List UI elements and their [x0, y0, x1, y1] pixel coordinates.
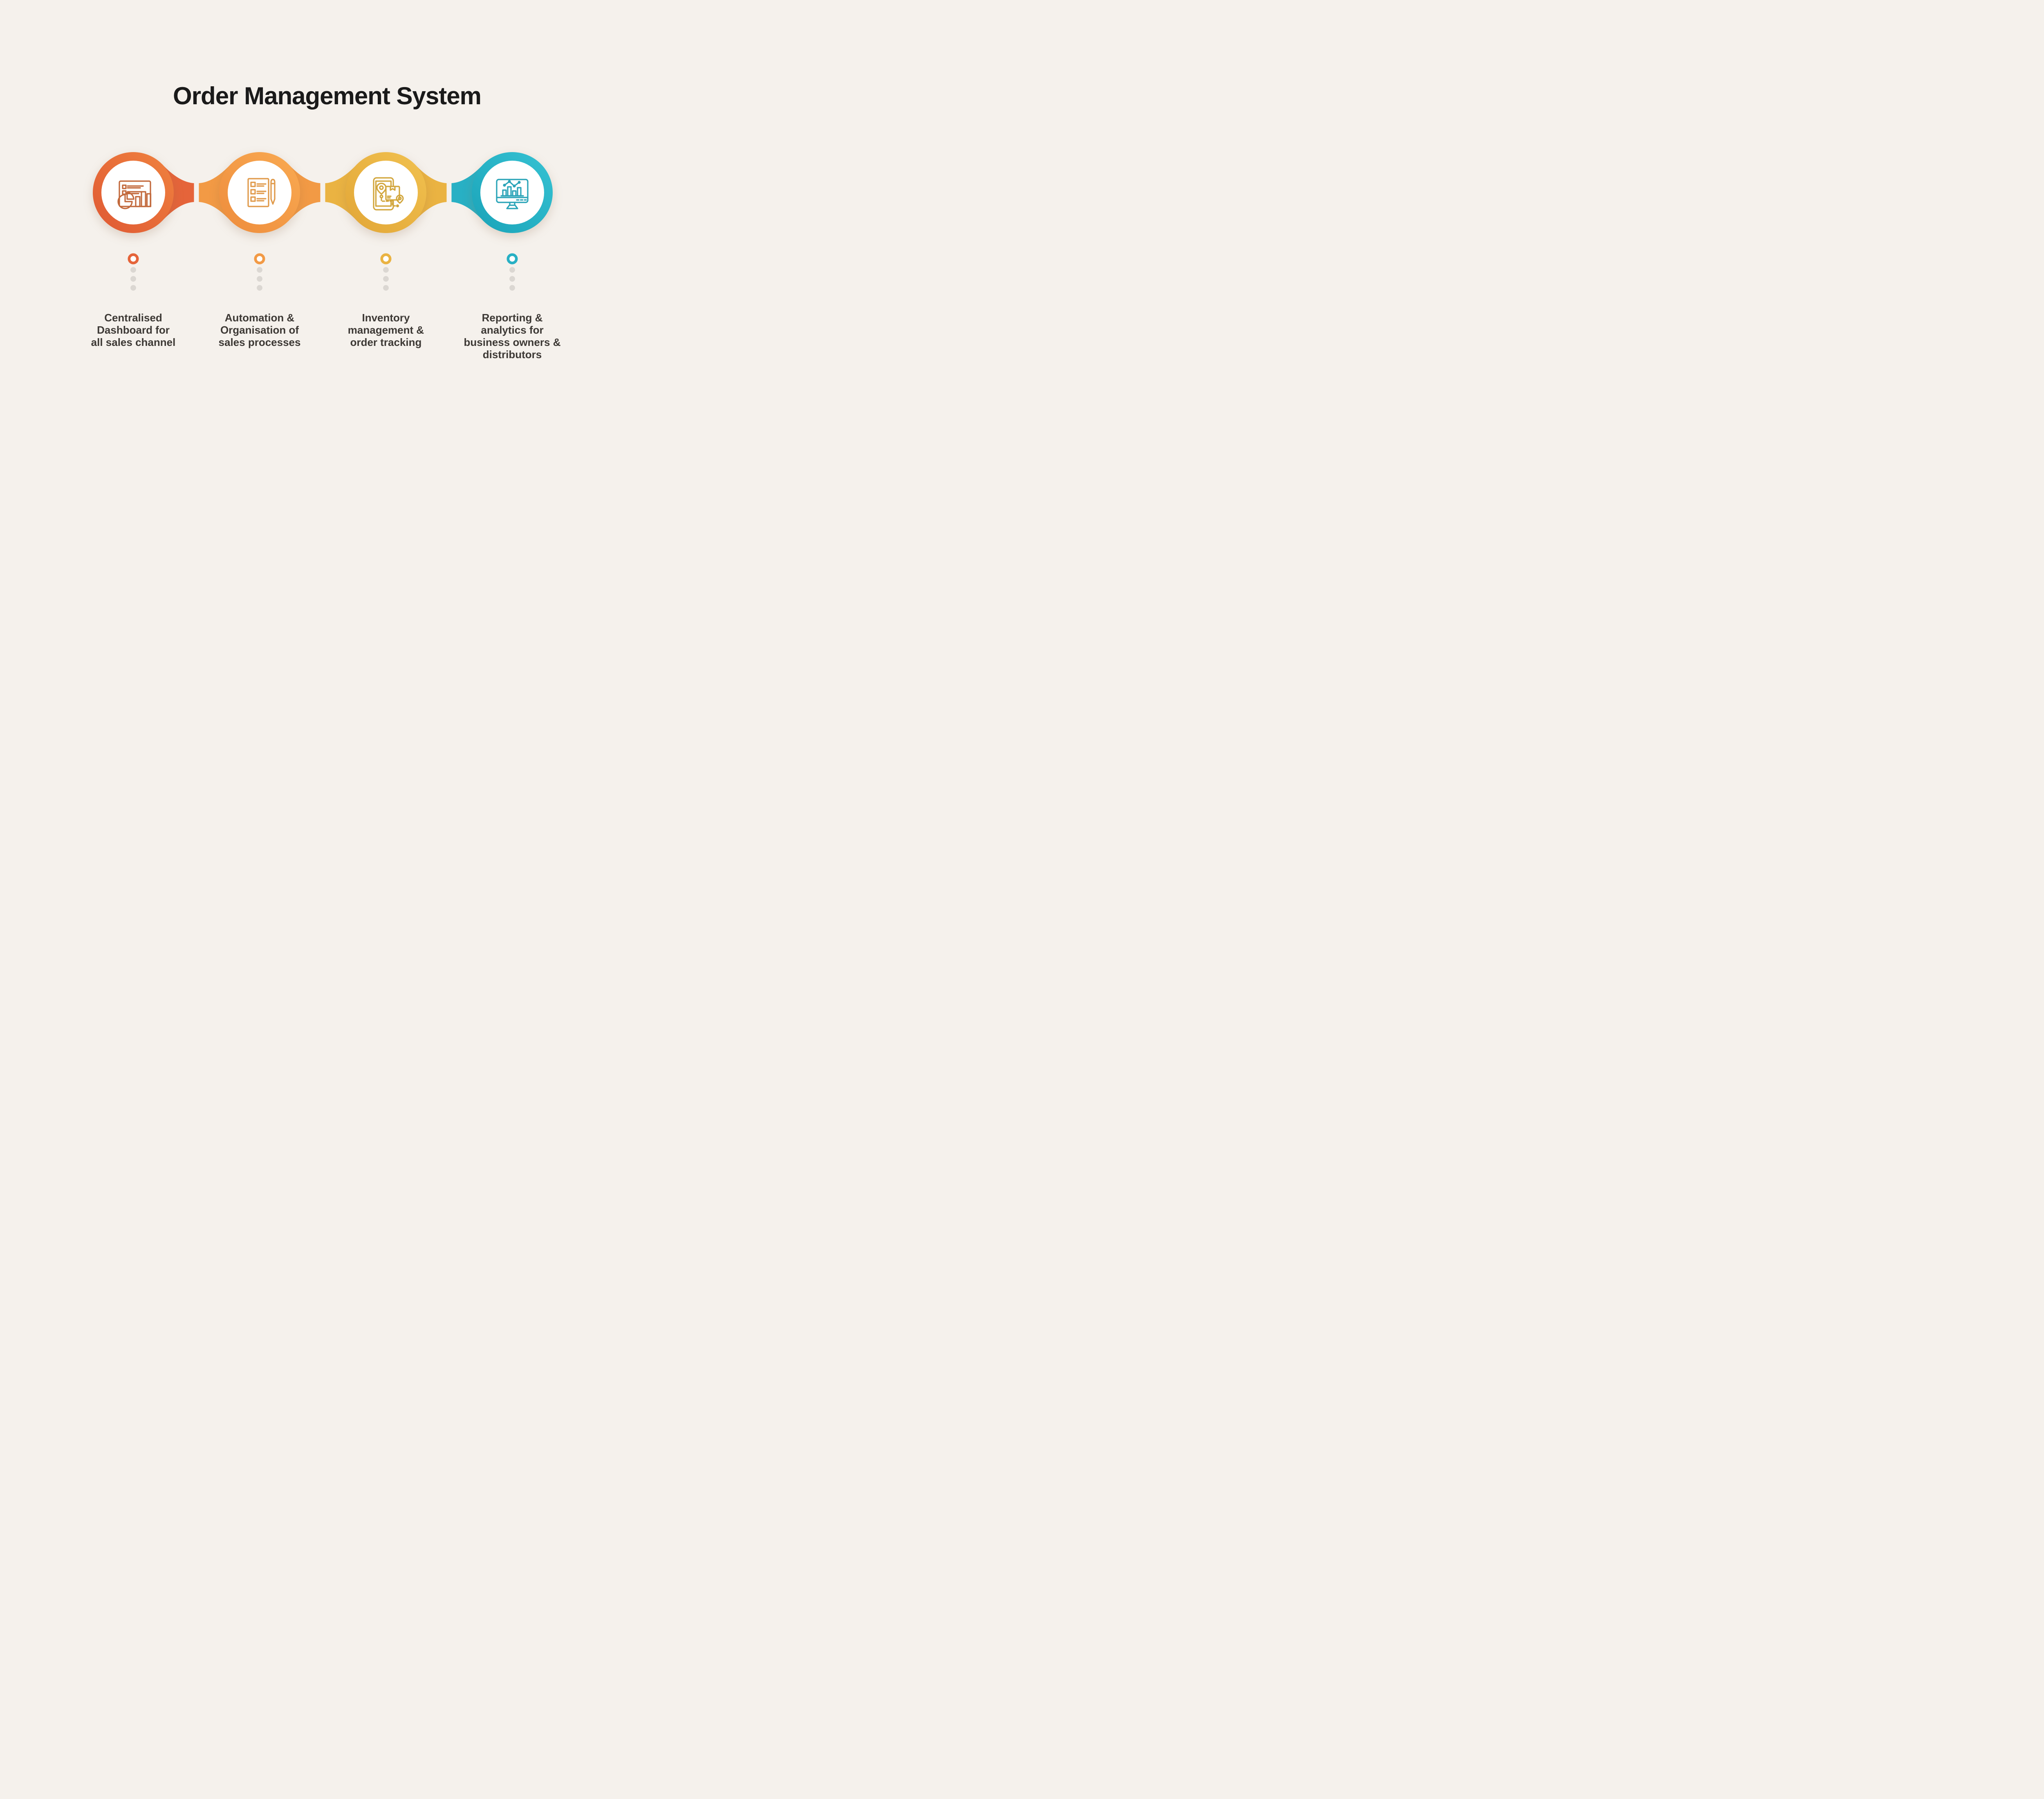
leader-dot [130, 285, 136, 291]
leader-dot [383, 276, 389, 282]
order-management-diagram [93, 152, 553, 291]
step-label-2-line: sales processes [218, 336, 301, 349]
step-label-3-line: management & [347, 324, 424, 336]
step-circle-1 [93, 152, 174, 233]
step-labels: Centralised Dashboard for all sales chan… [0, 0, 654, 450]
step-circle-2 [219, 152, 300, 233]
step-label-3-line: Inventory [362, 312, 410, 324]
leader-dot [509, 285, 515, 291]
leader-ring-4 [507, 253, 518, 265]
step-label-3-line: order tracking [350, 336, 422, 349]
monitor-analytics-icon [496, 179, 529, 209]
step-label-2: Automation & Organisation of sales proce… [202, 312, 317, 348]
step-label-3: Inventory management & order tracking [329, 312, 443, 348]
page-title: Order Management System [173, 82, 482, 110]
leader-ring-1 [128, 253, 139, 265]
ring-1-inner [101, 161, 165, 224]
leader-dot [257, 267, 262, 273]
step-label-4-line: distributors [482, 348, 542, 361]
ring-2-inner [228, 161, 291, 224]
step-label-4-line: business owners & [464, 336, 561, 349]
leader-dot [257, 285, 262, 291]
step-label-2-line: Automation & [224, 312, 295, 324]
leader-ring-3 [380, 253, 392, 265]
leader-dot [130, 267, 136, 273]
step-label-2-line: Organisation of [220, 324, 299, 336]
leader-dot [509, 276, 515, 282]
leader-dots-4 [507, 253, 518, 291]
leader-dot [383, 267, 389, 273]
step-label-4-line: analytics for [481, 324, 544, 336]
step-label-1-line: all sales channel [91, 336, 176, 349]
leader-dots-1 [128, 253, 139, 291]
leader-dot [130, 276, 136, 282]
leader-dots-3 [380, 253, 392, 291]
phone-package-tracking-icon [373, 177, 404, 211]
step-label-4-line: Reporting & [482, 312, 543, 324]
step-label-1-line: Centralised [104, 312, 162, 324]
infographic-canvas: Order Management System Centralised Dash… [0, 0, 654, 450]
leader-dots-2 [254, 253, 265, 291]
step-label-4: Reporting & analytics for business owner… [455, 312, 569, 361]
leader-dot [509, 267, 515, 273]
leader-ring-2 [254, 253, 265, 265]
leader-dot [383, 285, 389, 291]
step-label-1-line: Dashboard for [97, 324, 170, 336]
dashboard-icon [117, 180, 152, 209]
checklist-pencil-icon [247, 178, 276, 207]
step-label-1: Centralised Dashboard for all sales chan… [76, 312, 191, 348]
leader-dot [257, 276, 262, 282]
